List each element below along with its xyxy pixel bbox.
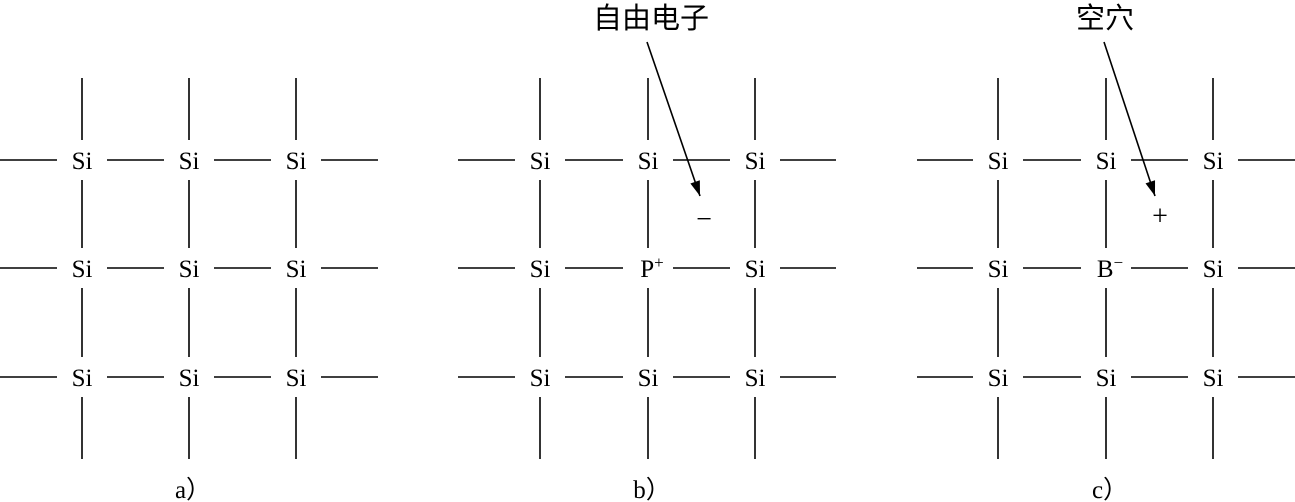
atom-label: B− bbox=[1097, 253, 1123, 283]
atom-label: Si bbox=[988, 365, 1009, 392]
free-electron-label: 自由电子 bbox=[593, 1, 709, 35]
atom-label: Si bbox=[1203, 148, 1224, 175]
atom-label: Si bbox=[638, 148, 659, 175]
atom-label: Si bbox=[72, 256, 93, 283]
atom-label: Si bbox=[745, 148, 766, 175]
atom-label: Si bbox=[1096, 365, 1117, 392]
atom-label: Si bbox=[1096, 148, 1117, 175]
atom-label: Si bbox=[72, 365, 93, 392]
positive-charge-marker: + bbox=[1152, 201, 1168, 232]
free-electron-arrow bbox=[646, 41, 701, 197]
atom-label: Si bbox=[530, 365, 551, 392]
hole-label: 空穴 bbox=[1076, 1, 1134, 35]
atom-label: Si bbox=[179, 148, 200, 175]
atom-label: Si bbox=[988, 148, 1009, 175]
panel-caption: b） bbox=[633, 476, 671, 502]
atom-label: Si bbox=[1203, 256, 1224, 283]
atom-label: Si bbox=[745, 256, 766, 283]
atom-label: Si bbox=[530, 148, 551, 175]
hole-arrow bbox=[1103, 41, 1156, 197]
atom-label: Si bbox=[638, 365, 659, 392]
atom-label: Si bbox=[1203, 365, 1224, 392]
atom-label: Si bbox=[286, 256, 307, 283]
atom-label: Si bbox=[530, 256, 551, 283]
atom-label: Si bbox=[988, 256, 1009, 283]
atom-label: Si bbox=[286, 365, 307, 392]
arrowhead-icon bbox=[690, 180, 700, 196]
atom-label: Si bbox=[72, 148, 93, 175]
atom-label: Si bbox=[179, 256, 200, 283]
atom-label: Si bbox=[286, 148, 307, 175]
arrowhead-icon bbox=[1145, 180, 1156, 196]
panel-caption: c） bbox=[1092, 476, 1128, 502]
negative-charge-marker: − bbox=[696, 204, 712, 235]
atom-label: Si bbox=[179, 365, 200, 392]
panel-caption: a） bbox=[175, 476, 211, 502]
atom-label: P+ bbox=[640, 253, 664, 283]
atom-label: Si bbox=[745, 365, 766, 392]
